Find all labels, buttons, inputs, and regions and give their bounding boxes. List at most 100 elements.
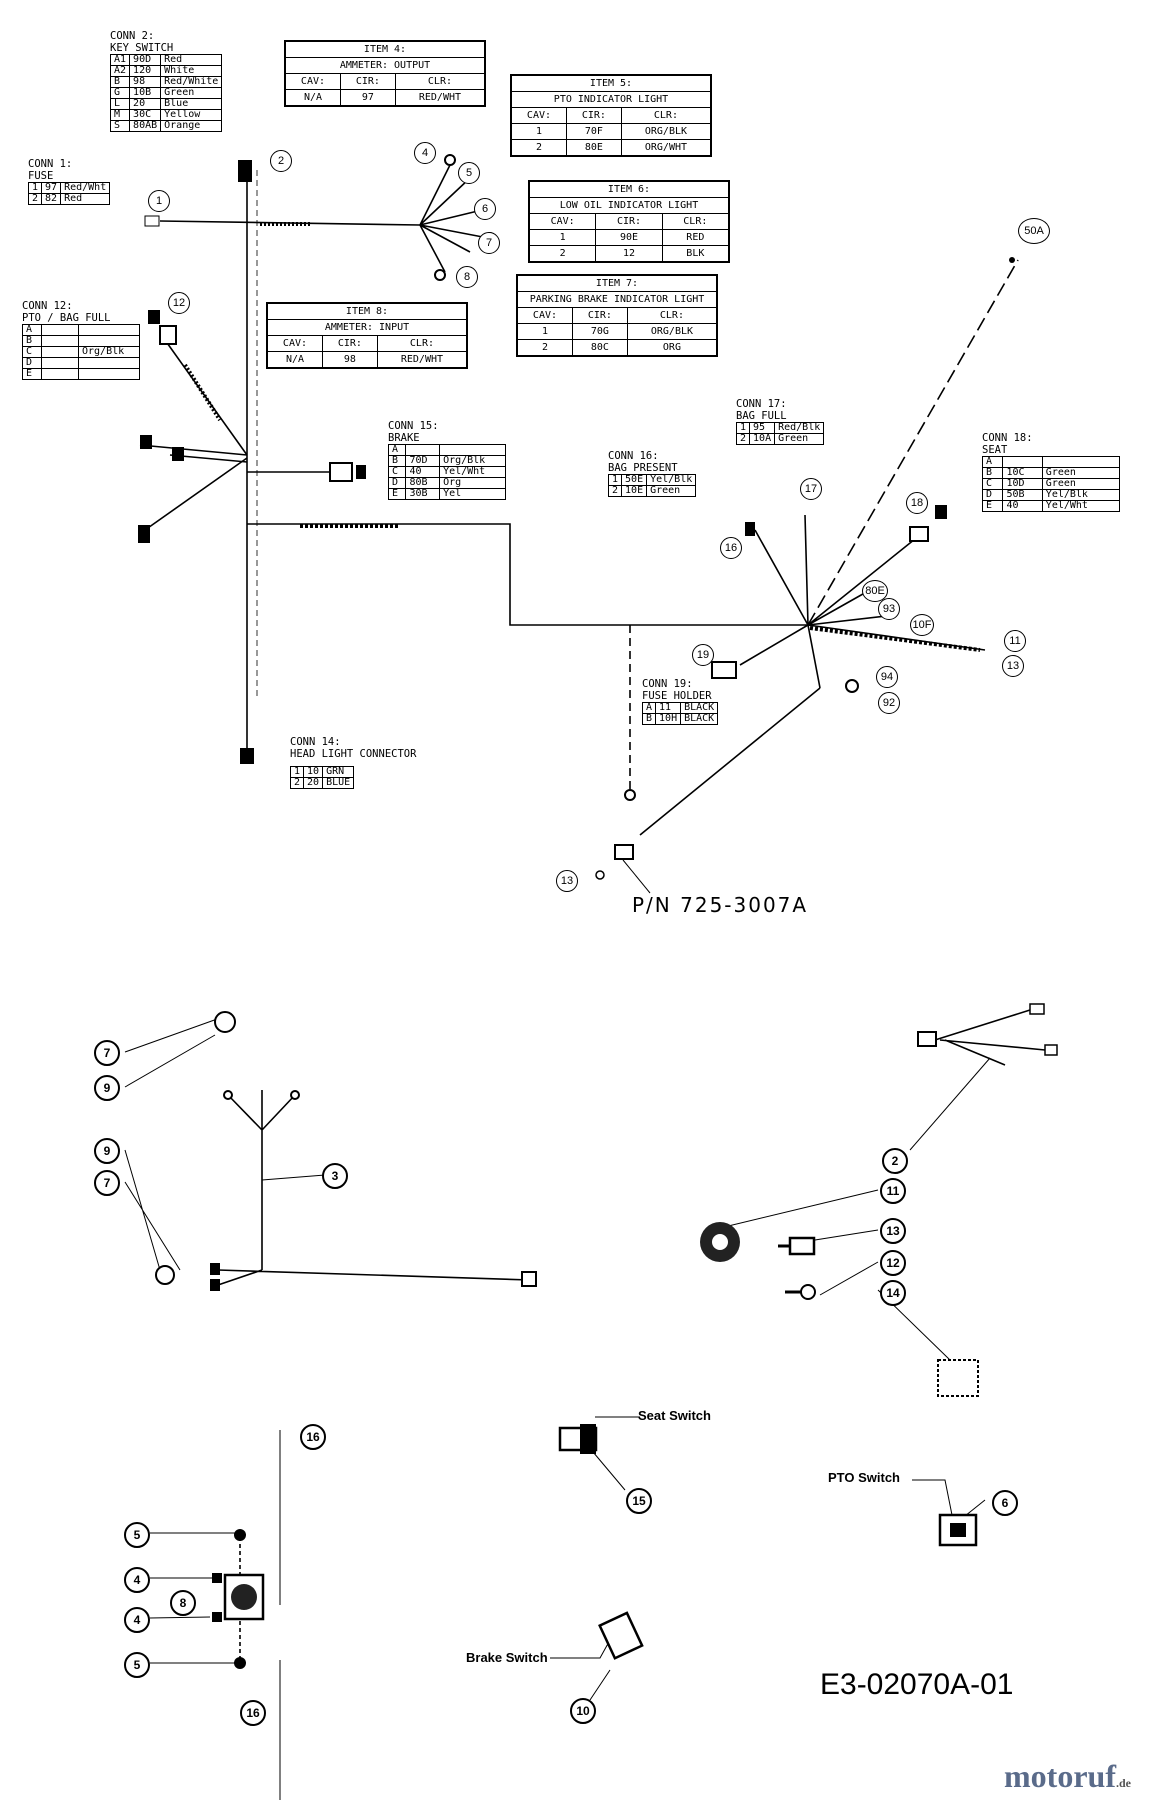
conn17-title: CONN 17: bbox=[736, 398, 787, 410]
callout-13-b: 13 bbox=[880, 1218, 906, 1244]
conn14-title: CONN 14: bbox=[290, 736, 341, 748]
drawing-code: E3-02070A-01 bbox=[820, 1668, 1014, 1701]
callout-14: 14 bbox=[880, 1280, 906, 1306]
item4-title: ITEM 4: bbox=[285, 41, 485, 58]
fuse-holder-connector bbox=[711, 661, 737, 679]
main-run-wire bbox=[247, 523, 808, 626]
callout-17: 17 bbox=[800, 478, 822, 500]
conn15-title: CONN 15: bbox=[388, 420, 439, 432]
brand-logo[interactable]: motoruf.de bbox=[1004, 1758, 1131, 1795]
conn18-title: CONN 18: bbox=[982, 432, 1033, 444]
conn12-title: CONN 12: bbox=[22, 300, 73, 312]
harness-2-wires bbox=[934, 1009, 1046, 1066]
hub-fan-wires bbox=[739, 514, 986, 689]
callout-12: 12 bbox=[168, 292, 190, 314]
conn12-branch-wire bbox=[164, 339, 248, 456]
callout-18: 18 bbox=[906, 492, 928, 514]
callout-8: 8 bbox=[456, 266, 478, 288]
callout-50A: 50A bbox=[1018, 218, 1050, 244]
callout-2: 2 bbox=[270, 150, 292, 172]
item6-table: ITEM 6: LOW OIL INDICATOR LIGHT CAV:CIR:… bbox=[528, 180, 730, 263]
key-switch-connector bbox=[238, 160, 252, 182]
callout-8-b: 8 bbox=[170, 1590, 196, 1616]
conn12-connector bbox=[159, 325, 177, 345]
brake-switch-label: Brake Switch bbox=[466, 1650, 548, 1665]
conn16-subtitle: BAG PRESENT bbox=[608, 462, 678, 474]
callout-13-top: 13 bbox=[1002, 655, 1024, 677]
conn15-subtitle: BRAKE bbox=[388, 432, 420, 444]
callout-4-a: 4 bbox=[124, 1567, 150, 1593]
callout-11-b: 11 bbox=[880, 1178, 906, 1204]
callout-7-b: 7 bbox=[94, 1170, 120, 1196]
callout-5: 5 bbox=[458, 162, 480, 184]
item7-table: ITEM 7: PARKING BRAKE INDICATOR LIGHT CA… bbox=[516, 274, 718, 357]
callout-7: 7 bbox=[478, 232, 500, 254]
callout-9-a: 9 bbox=[94, 1075, 120, 1101]
callout-10: 10 bbox=[570, 1698, 596, 1724]
callout-5-b: 5 bbox=[124, 1652, 150, 1678]
callout-7-a: 7 bbox=[94, 1040, 120, 1066]
conn18-subtitle: SEAT bbox=[982, 444, 1008, 456]
conn16-title: CONN 16: bbox=[608, 450, 659, 462]
headlight-connector bbox=[240, 748, 254, 764]
callout-1: 1 bbox=[148, 190, 170, 212]
item8-subtitle: AMMETER: INPUT bbox=[267, 319, 467, 336]
callout-11: 11 bbox=[1004, 630, 1026, 652]
callout-2-b: 2 bbox=[882, 1148, 908, 1174]
callout-5-a: 5 bbox=[124, 1522, 150, 1548]
item4-subtitle: AMMETER: OUTPUT bbox=[285, 57, 485, 74]
item5-table: ITEM 5: PTO INDICATOR LIGHT CAV:CIR:CLR:… bbox=[510, 74, 712, 157]
conn19-subtitle: FUSE HOLDER bbox=[642, 690, 712, 702]
callout-92: 92 bbox=[878, 692, 900, 714]
callout-19: 19 bbox=[692, 644, 714, 666]
conn2-title: CONN 2: bbox=[110, 30, 155, 42]
seat-switch-label: Seat Switch bbox=[638, 1408, 711, 1423]
item4-table: ITEM 4: AMMETER: OUTPUT CAV:CIR:CLR: N/A… bbox=[284, 40, 486, 107]
item6-subtitle: LOW OIL INDICATOR LIGHT bbox=[529, 197, 729, 214]
brand-name: motoruf bbox=[1004, 1758, 1116, 1794]
callout-4: 4 bbox=[414, 142, 436, 164]
brand-suffix: .de bbox=[1115, 1776, 1131, 1790]
callout-6: 6 bbox=[474, 198, 496, 220]
harness-3-wires bbox=[217, 1090, 531, 1286]
part-number: P/N 725-3007A bbox=[632, 893, 809, 917]
conn2-subtitle: KEY SWITCH bbox=[110, 42, 174, 54]
callout-9-b: 9 bbox=[94, 1138, 120, 1164]
callout-3: 3 bbox=[322, 1163, 348, 1189]
brake-switch-shape bbox=[598, 1611, 644, 1660]
lower-left-wire bbox=[144, 457, 248, 531]
item7-subtitle: PARKING BRAKE INDICATOR LIGHT bbox=[517, 291, 717, 308]
conn12-subtitle: PTO / BAG FULL bbox=[22, 312, 111, 324]
side-connector-wires bbox=[139, 444, 248, 463]
callout-4-b: 4 bbox=[124, 1607, 150, 1633]
conn1-title: CONN 1: bbox=[28, 158, 73, 170]
callout-15: 15 bbox=[626, 1488, 652, 1514]
part-14-shape bbox=[937, 1359, 979, 1397]
callout-16-b: 16 bbox=[240, 1700, 266, 1726]
callout-16: 16 bbox=[720, 537, 742, 559]
wire-50A bbox=[807, 259, 1019, 626]
pto-switch-label: PTO Switch bbox=[828, 1470, 900, 1485]
indicator-fan-wires bbox=[419, 164, 489, 273]
callout-94: 94 bbox=[876, 666, 898, 688]
callout-16-a: 16 bbox=[300, 1424, 326, 1450]
callout-12-b: 12 bbox=[880, 1250, 906, 1276]
callout-6-b: 6 bbox=[992, 1490, 1018, 1516]
conn1-subtitle: FUSE bbox=[28, 170, 54, 182]
